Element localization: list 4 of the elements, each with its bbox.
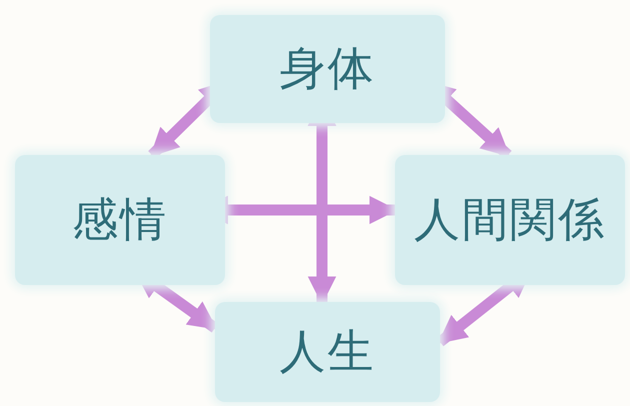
word-card: 人生: [215, 302, 440, 402]
word-card: 人間関係: [395, 155, 625, 285]
word-card: 身体: [210, 15, 445, 123]
word-card: 感情: [15, 155, 225, 285]
